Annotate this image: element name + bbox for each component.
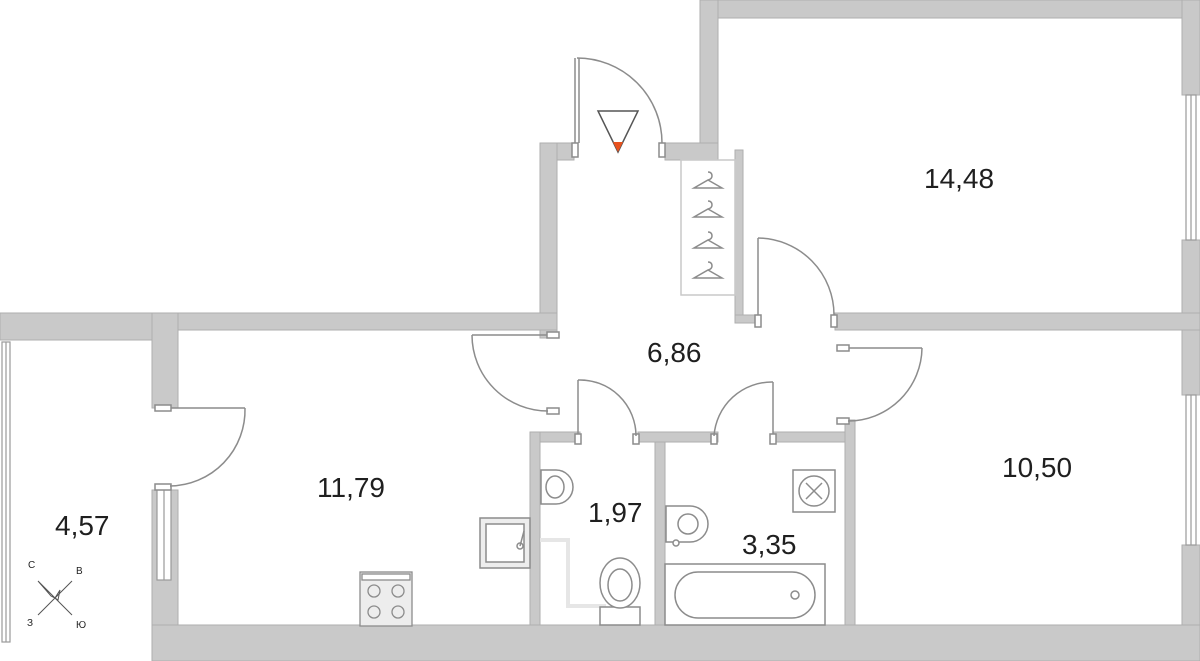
- kitchen-sink: [479, 517, 531, 569]
- compass-north: С: [28, 560, 35, 571]
- wall-segment: [0, 312, 179, 341]
- area-bedroom-small: 10,50: [1002, 452, 1072, 483]
- wall-segment: [566, 604, 606, 608]
- hanger-icon: [691, 171, 725, 189]
- wall-segment: [699, 0, 719, 161]
- wall-segment: [540, 538, 570, 542]
- entrance-door: [571, 57, 666, 158]
- wall-segment: [177, 312, 558, 331]
- bathtub: [664, 563, 826, 626]
- compass-west: З: [27, 618, 33, 629]
- wall-segment: [844, 419, 856, 626]
- door-bedroom-small: [836, 344, 923, 425]
- hanger-icon: [691, 200, 725, 218]
- area-balcony: 4,57: [55, 510, 110, 541]
- wardrobe: [680, 159, 736, 296]
- compass-east: В: [76, 566, 83, 577]
- toilet-sink: [540, 469, 574, 505]
- ventilation-icon: [792, 469, 836, 513]
- compass-icon: С В Ю З: [27, 560, 86, 631]
- wall-segment: [734, 149, 744, 319]
- area-bedroom-large: 14,48: [924, 163, 994, 194]
- wall-segment: [539, 142, 558, 334]
- wall-segment: [566, 538, 570, 608]
- door-bedroom-large: [754, 237, 838, 328]
- door-living: [471, 331, 560, 415]
- wall-segment: [637, 431, 719, 443]
- door-balcony: [154, 404, 246, 491]
- wall-segment: [772, 431, 856, 443]
- wall-segment: [529, 431, 541, 626]
- wall-segment: [1181, 0, 1200, 96]
- hanger-icon: [691, 261, 725, 279]
- doors: [154, 57, 923, 491]
- wall-segment: [151, 312, 179, 409]
- door-bathroom: [710, 381, 777, 445]
- wall-segment: [151, 624, 1200, 661]
- wall-segment: [654, 441, 666, 626]
- area-living-kitchen: 11,79: [317, 472, 385, 503]
- entrance-arrow-icon: [596, 110, 640, 154]
- wall-segment: [664, 142, 719, 161]
- toilet-bowl: [599, 557, 641, 626]
- door-toilet: [574, 379, 640, 445]
- wall-segment: [699, 0, 1200, 19]
- compass-south: Ю: [76, 620, 86, 631]
- hanger-icon: [691, 231, 725, 249]
- area-hallway: 6,86: [647, 337, 702, 368]
- windows: [1, 94, 1197, 643]
- area-bathroom: 3,35: [742, 529, 797, 560]
- area-toilet: 1,97: [588, 497, 643, 528]
- bathroom-sink: [665, 505, 709, 547]
- wall-segment: [834, 312, 1200, 331]
- kitchen-stove: [359, 571, 413, 627]
